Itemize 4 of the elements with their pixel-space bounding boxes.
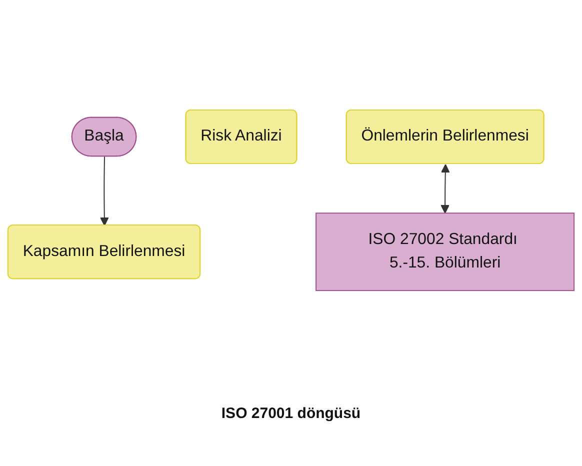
arrow [100, 156, 109, 226]
arrow [440, 164, 450, 214]
cycle-label: ISO 27001 döngüsü [221, 405, 361, 422]
node-box: ISO 27002 Standardı 5.-15. Bölümleri [316, 212, 575, 291]
